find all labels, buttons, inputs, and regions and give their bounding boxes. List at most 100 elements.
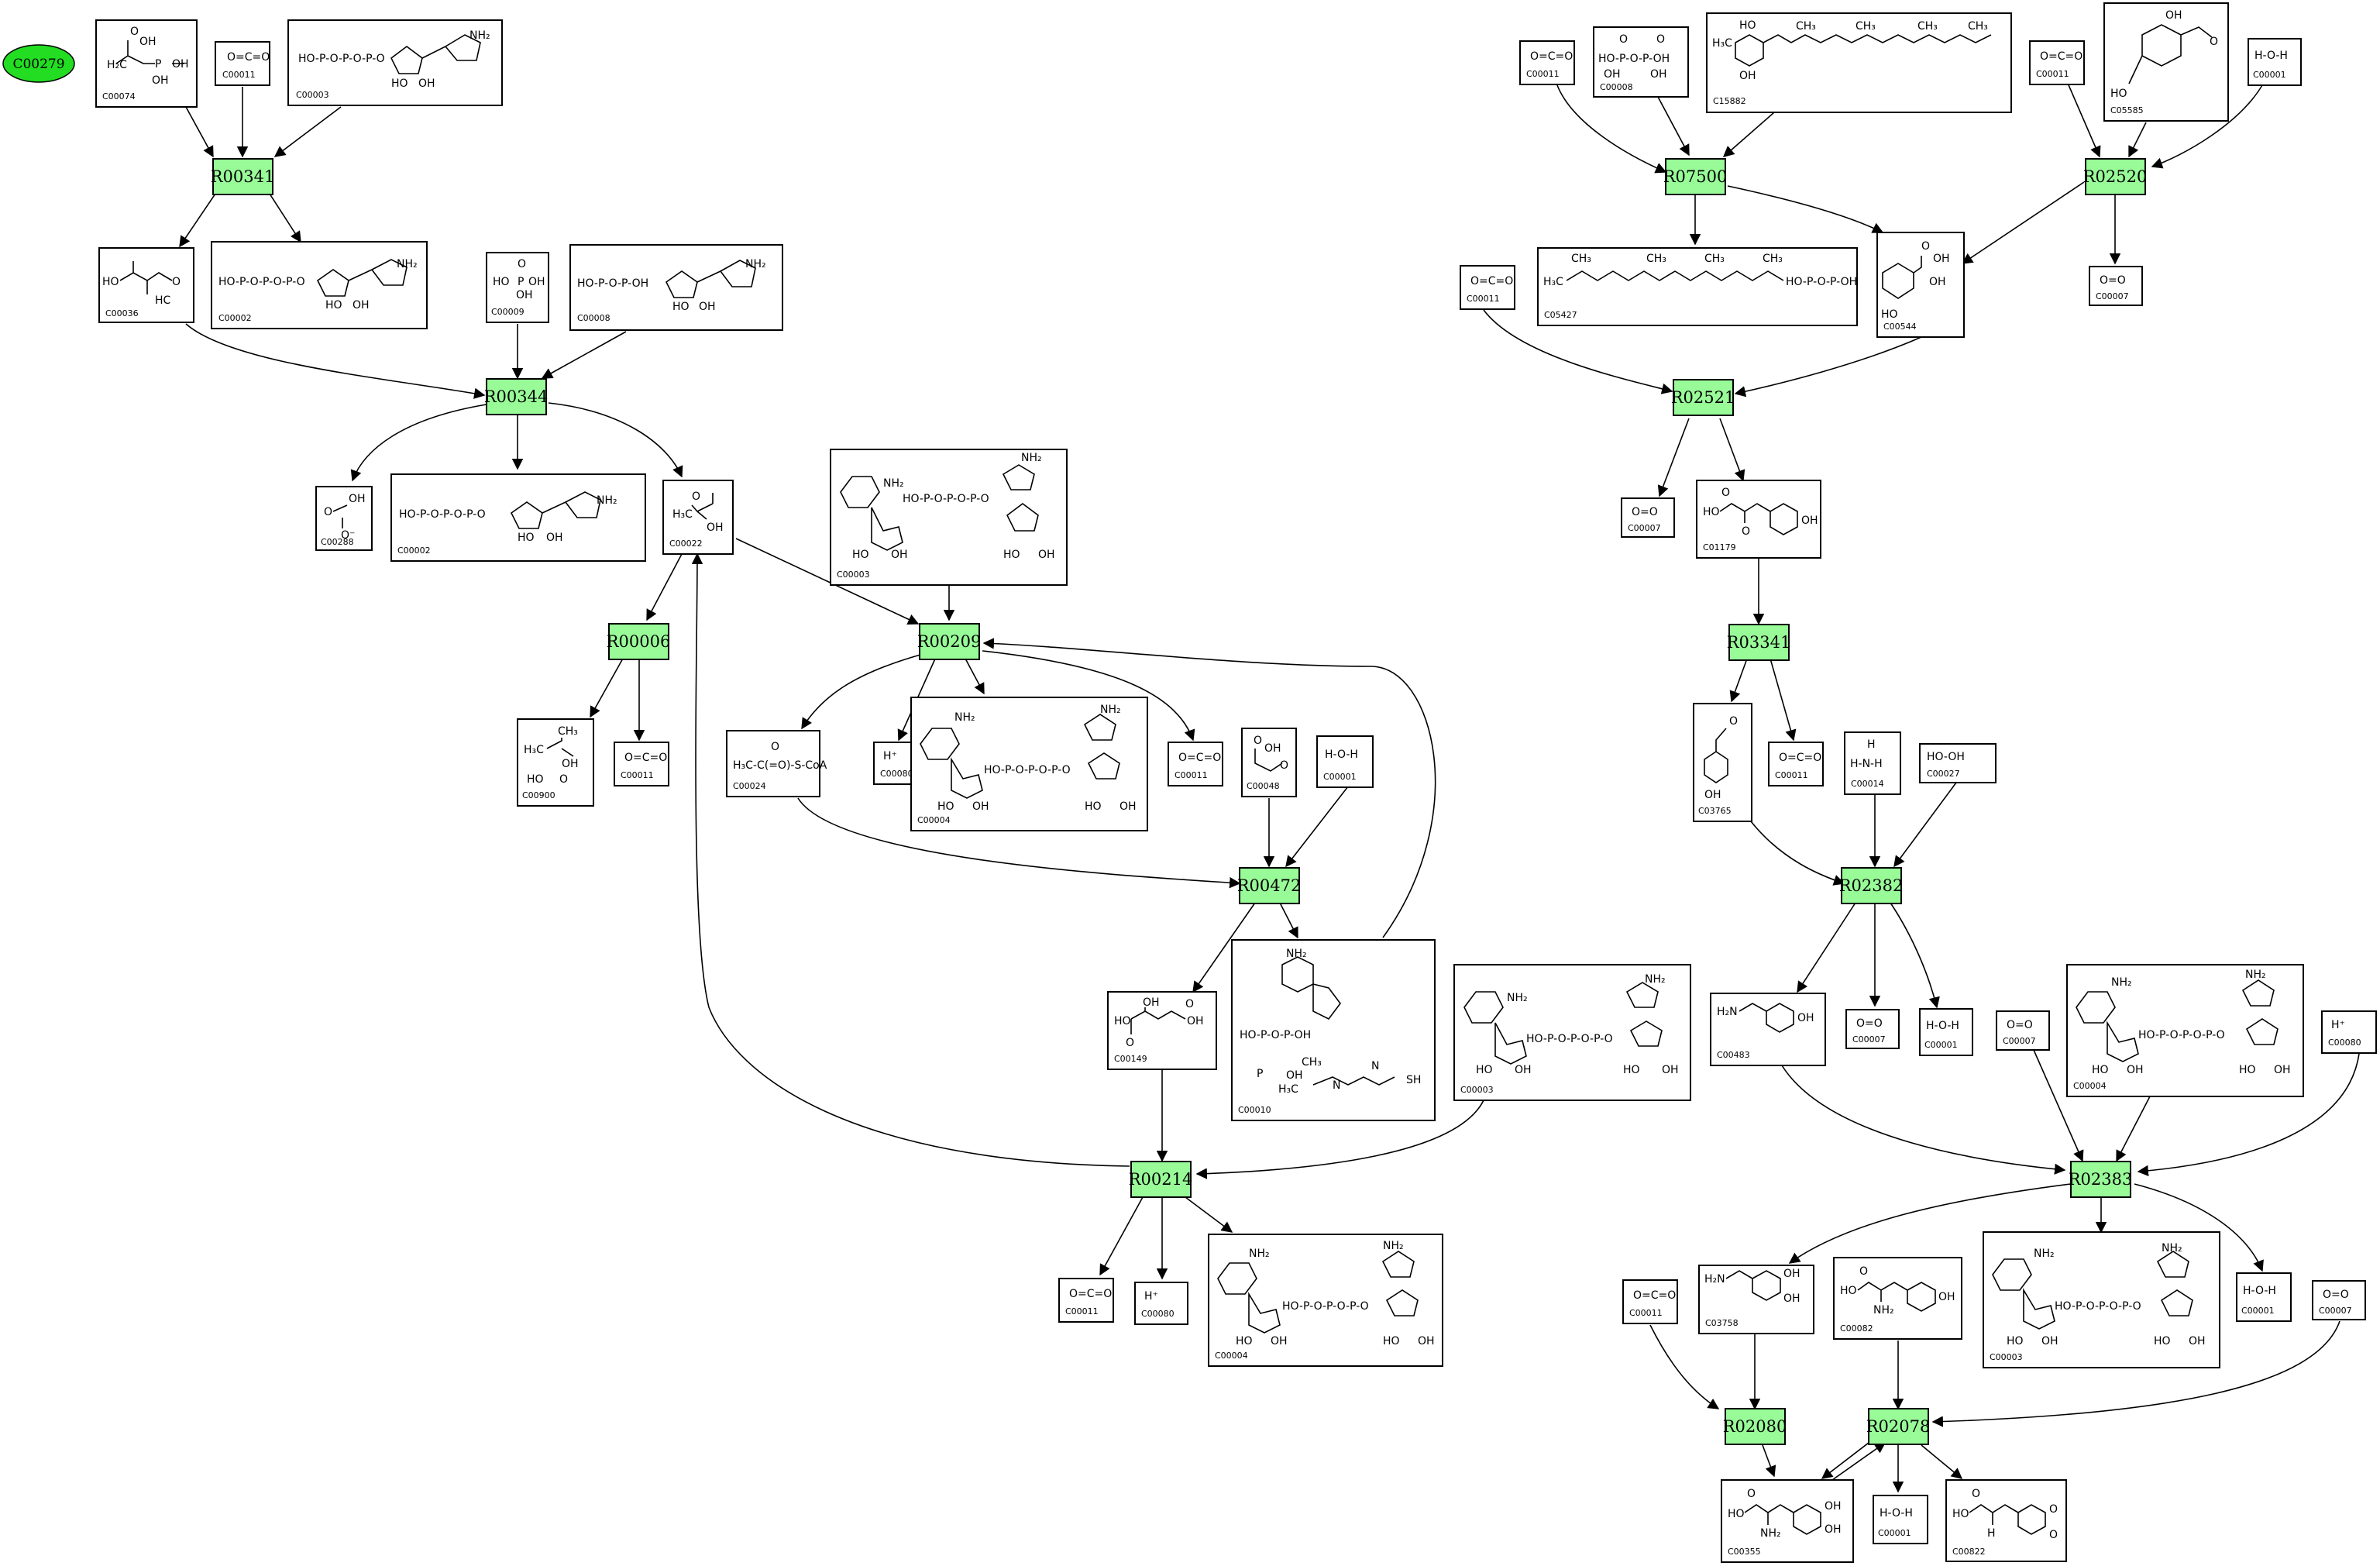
edge-c00544-r02521	[1734, 336, 1922, 398]
compound-c15882[interactable]: HO H₃C CH₃ CH₃ CH₃ CH₃ OH C15882	[1706, 12, 2012, 113]
compound-c00003-d[interactable]: NH₂ HO-P-O-P-O-P-O NH₂ HO OH HO OH C0000…	[1983, 1231, 2220, 1368]
compound-c00080-c[interactable]: H⁺ C00080	[2321, 1010, 2377, 1054]
svg-text:OH: OH	[1783, 1292, 1800, 1305]
compound-c00011-c[interactable]: O=C=O C00011	[1168, 742, 1223, 786]
reaction-r02383[interactable]: R02383	[2069, 1161, 2133, 1198]
svg-text:C00001: C00001	[2253, 70, 2286, 80]
compound-c00001-c[interactable]: H-O-H C00001	[1919, 1008, 1973, 1056]
compound-c00074[interactable]: O OH H₂C P OH OH C00074	[95, 19, 198, 108]
compound-c00007-d[interactable]: O=O C00007	[1996, 1010, 2050, 1051]
compound-c00036[interactable]: HO HC O C00036	[98, 247, 194, 323]
reaction-r02521[interactable]: R02521	[1671, 379, 1735, 416]
svg-text:HO: HO	[2239, 1064, 2256, 1076]
svg-text:H-N-H: H-N-H	[1850, 758, 1883, 770]
reaction-r07500[interactable]: R07500	[1663, 158, 1728, 195]
svg-text:NH₂: NH₂	[1873, 1304, 1894, 1316]
reaction-r02080[interactable]: R02080	[1723, 1408, 1787, 1445]
structure-c00003-a: HO-P-O-P-O-P-O NH₂ HO OH	[298, 29, 490, 90]
compound-c00001-e[interactable]: H-O-H C00001	[1873, 1495, 1928, 1544]
reaction-r00214[interactable]: R00214	[1129, 1161, 1193, 1198]
compound-c00007-c[interactable]: O=O C00007	[1845, 1009, 1900, 1049]
svg-text:O: O	[1972, 1488, 1980, 1500]
reaction-r00472[interactable]: R00472	[1237, 867, 1302, 904]
svg-text:R00209: R00209	[917, 632, 982, 651]
compound-c00822[interactable]: O HO H O O C00822	[1945, 1479, 2067, 1562]
compound-c00355[interactable]: O HO NH₂ OH OH C00355	[1721, 1479, 1854, 1563]
svg-text:OH: OH	[418, 77, 435, 90]
svg-text:R00006: R00006	[607, 632, 671, 651]
compound-c00001-b[interactable]: H-O-H C00001	[2248, 38, 2302, 86]
compound-c00048[interactable]: O OH O C00048	[1241, 728, 1297, 797]
reaction-r02520[interactable]: R02520	[2083, 158, 2148, 195]
compound-c00009[interactable]: O HO P OH OH C00009	[486, 252, 549, 323]
compound-c00022[interactable]: O H₃C OH C00022	[662, 480, 734, 555]
compound-c00011-e[interactable]: O=C=O C00011	[1519, 40, 1575, 85]
compound-c00002-b[interactable]: HO-P-O-P-O-P-O NH₂ HO OH C00002	[390, 473, 646, 562]
reaction-r03341[interactable]: R03341	[1727, 624, 1791, 661]
compound-c00010[interactable]: NH₂ HO-P-O-P-OH P OH H₃C CH₃ N N SH C000…	[1231, 939, 1436, 1121]
compound-c00149[interactable]: OH HO OH O O C00149	[1107, 991, 1217, 1070]
compound-c00004-b[interactable]: NH₂ HO-P-O-P-O-P-O NH₂ HO OH HO OH C0000…	[1208, 1234, 1443, 1367]
svg-text:NH₂: NH₂	[1507, 992, 1528, 1004]
compound-c00011-i[interactable]: O=C=O C00011	[1622, 1279, 1678, 1324]
compound-c00008[interactable]: HO-P-O-P-OH NH₂ HO OH C00008	[569, 244, 783, 331]
structure-c00009: O HO P OH OH	[493, 258, 545, 301]
svg-text:O: O	[324, 506, 332, 518]
edge-r07500-c00544	[1727, 185, 1884, 233]
compound-c00027[interactable]: HO-OH C00027	[1919, 743, 1997, 783]
compound-c00544[interactable]: O OH OH HO C00544	[1876, 232, 1965, 338]
compound-c00007-b[interactable]: O=O C00007	[1621, 497, 1675, 538]
compound-c00004-a[interactable]: NH₂ HO-P-O-P-O-P-O NH₂ HO OH HO OH C0000…	[910, 697, 1148, 831]
svg-text:OH: OH	[2165, 9, 2182, 22]
svg-text:C00008: C00008	[1600, 82, 1633, 92]
compound-c00011-h[interactable]: O=C=O C00011	[1768, 742, 1824, 786]
compound-c01179[interactable]: O HO O OH C01179	[1696, 480, 1821, 559]
compound-c00011-b[interactable]: O=C=O C00011	[614, 742, 669, 786]
compound-c00007-a[interactable]: O=O C00007	[2089, 266, 2143, 306]
compound-c00003-a[interactable]: HO-P-O-P-O-P-O NH₂ HO OH C00003	[287, 19, 503, 106]
compound-c05427[interactable]: CH₃ CH₃ CH₃ CH₃ H₃C HO-P-O-P-OH C05427	[1537, 247, 1858, 326]
svg-text:O: O	[2049, 1503, 2058, 1516]
compound-c00013[interactable]: O O HO-P-O-P-OH OH OH C00008	[1593, 26, 1689, 98]
compound-c00082[interactable]: O HO NH₂ OH C00082	[1833, 1257, 1962, 1340]
reaction-r02078[interactable]: R02078	[1866, 1408, 1931, 1445]
compound-c00014[interactable]: H H-N-H C00014	[1844, 731, 1901, 795]
compound-c00002-a[interactable]: HO-P-O-P-O-P-O NH₂ HO OH C00002	[211, 241, 428, 329]
compound-c00288[interactable]: OH O O⁻ C00288	[315, 486, 373, 551]
compound-c00004-c[interactable]: NH₂ HO-P-O-P-O-P-O NH₂ HO OH HO OH C0000…	[2066, 964, 2304, 1097]
compound-c00483[interactable]: H₂N OH C00483	[1710, 993, 1826, 1066]
compound-c00900[interactable]: CH₃ H₃C OH HO O C00900	[517, 718, 594, 807]
structure-c00013: O O HO-P-O-P-OH OH OH	[1598, 33, 1670, 81]
compound-c00024[interactable]: O H₃C-C(=O)-S-CoA C00024	[726, 730, 827, 797]
reaction-r00006[interactable]: R00006	[607, 623, 671, 660]
compound-c00011-g[interactable]: O=C=O C00011	[1460, 265, 1515, 310]
compound-c03765[interactable]: O OH C03765	[1693, 703, 1752, 822]
compound-c00011-f[interactable]: O=C=O C00011	[2029, 40, 2085, 85]
compound-c00001-d[interactable]: H-O-H C00001	[2236, 1272, 2292, 1322]
edge-c00007-r02383	[2033, 1049, 2084, 1162]
compound-c00003-b[interactable]: NH₂ HO-P-O-P-O-P-O NH₂ HO OH HO OH C0000…	[830, 449, 1068, 586]
compound-c03758[interactable]: H₂N OH OH C03758	[1698, 1265, 1814, 1334]
svg-text:CH₃: CH₃	[1763, 253, 1783, 265]
compound-c05585[interactable]: OH O HO C05585	[2103, 2, 2229, 122]
compound-c00001-a[interactable]: H-O-H C00001	[1316, 735, 1374, 788]
svg-text:H₃C: H₃C	[1712, 37, 1732, 50]
svg-text:OH: OH	[1929, 276, 1946, 288]
reaction-r00344[interactable]: R00344	[484, 378, 549, 415]
svg-text:HO: HO	[102, 276, 119, 288]
seed-node[interactable]: C00279	[2, 44, 75, 83]
compound-c00007-e[interactable]: O=O C00007	[2312, 1280, 2366, 1320]
edge-c00001-r02520	[2151, 84, 2263, 169]
reaction-r02382[interactable]: R02382	[1839, 867, 1904, 904]
svg-text:OH: OH	[546, 532, 563, 544]
svg-text:HO: HO	[1739, 19, 1756, 32]
reaction-r00209[interactable]: R00209	[917, 623, 982, 660]
edge-c00001-r00472	[1285, 786, 1349, 868]
compound-c00080-b[interactable]: H⁺ C00080	[1134, 1282, 1188, 1325]
svg-text:OH: OH	[1825, 1500, 1842, 1513]
compound-c00011-d[interactable]: O=C=O C00011	[1058, 1278, 1114, 1323]
reaction-r00341[interactable]: R00341	[211, 158, 275, 195]
svg-text:C00007: C00007	[1852, 1034, 1886, 1045]
compound-c00003-c[interactable]: NH₂ HO-P-O-P-O-P-O NH₂ HO OH HO OH C0000…	[1453, 964, 1691, 1101]
compound-c00011-a[interactable]: O=C=O C00011	[215, 41, 270, 86]
